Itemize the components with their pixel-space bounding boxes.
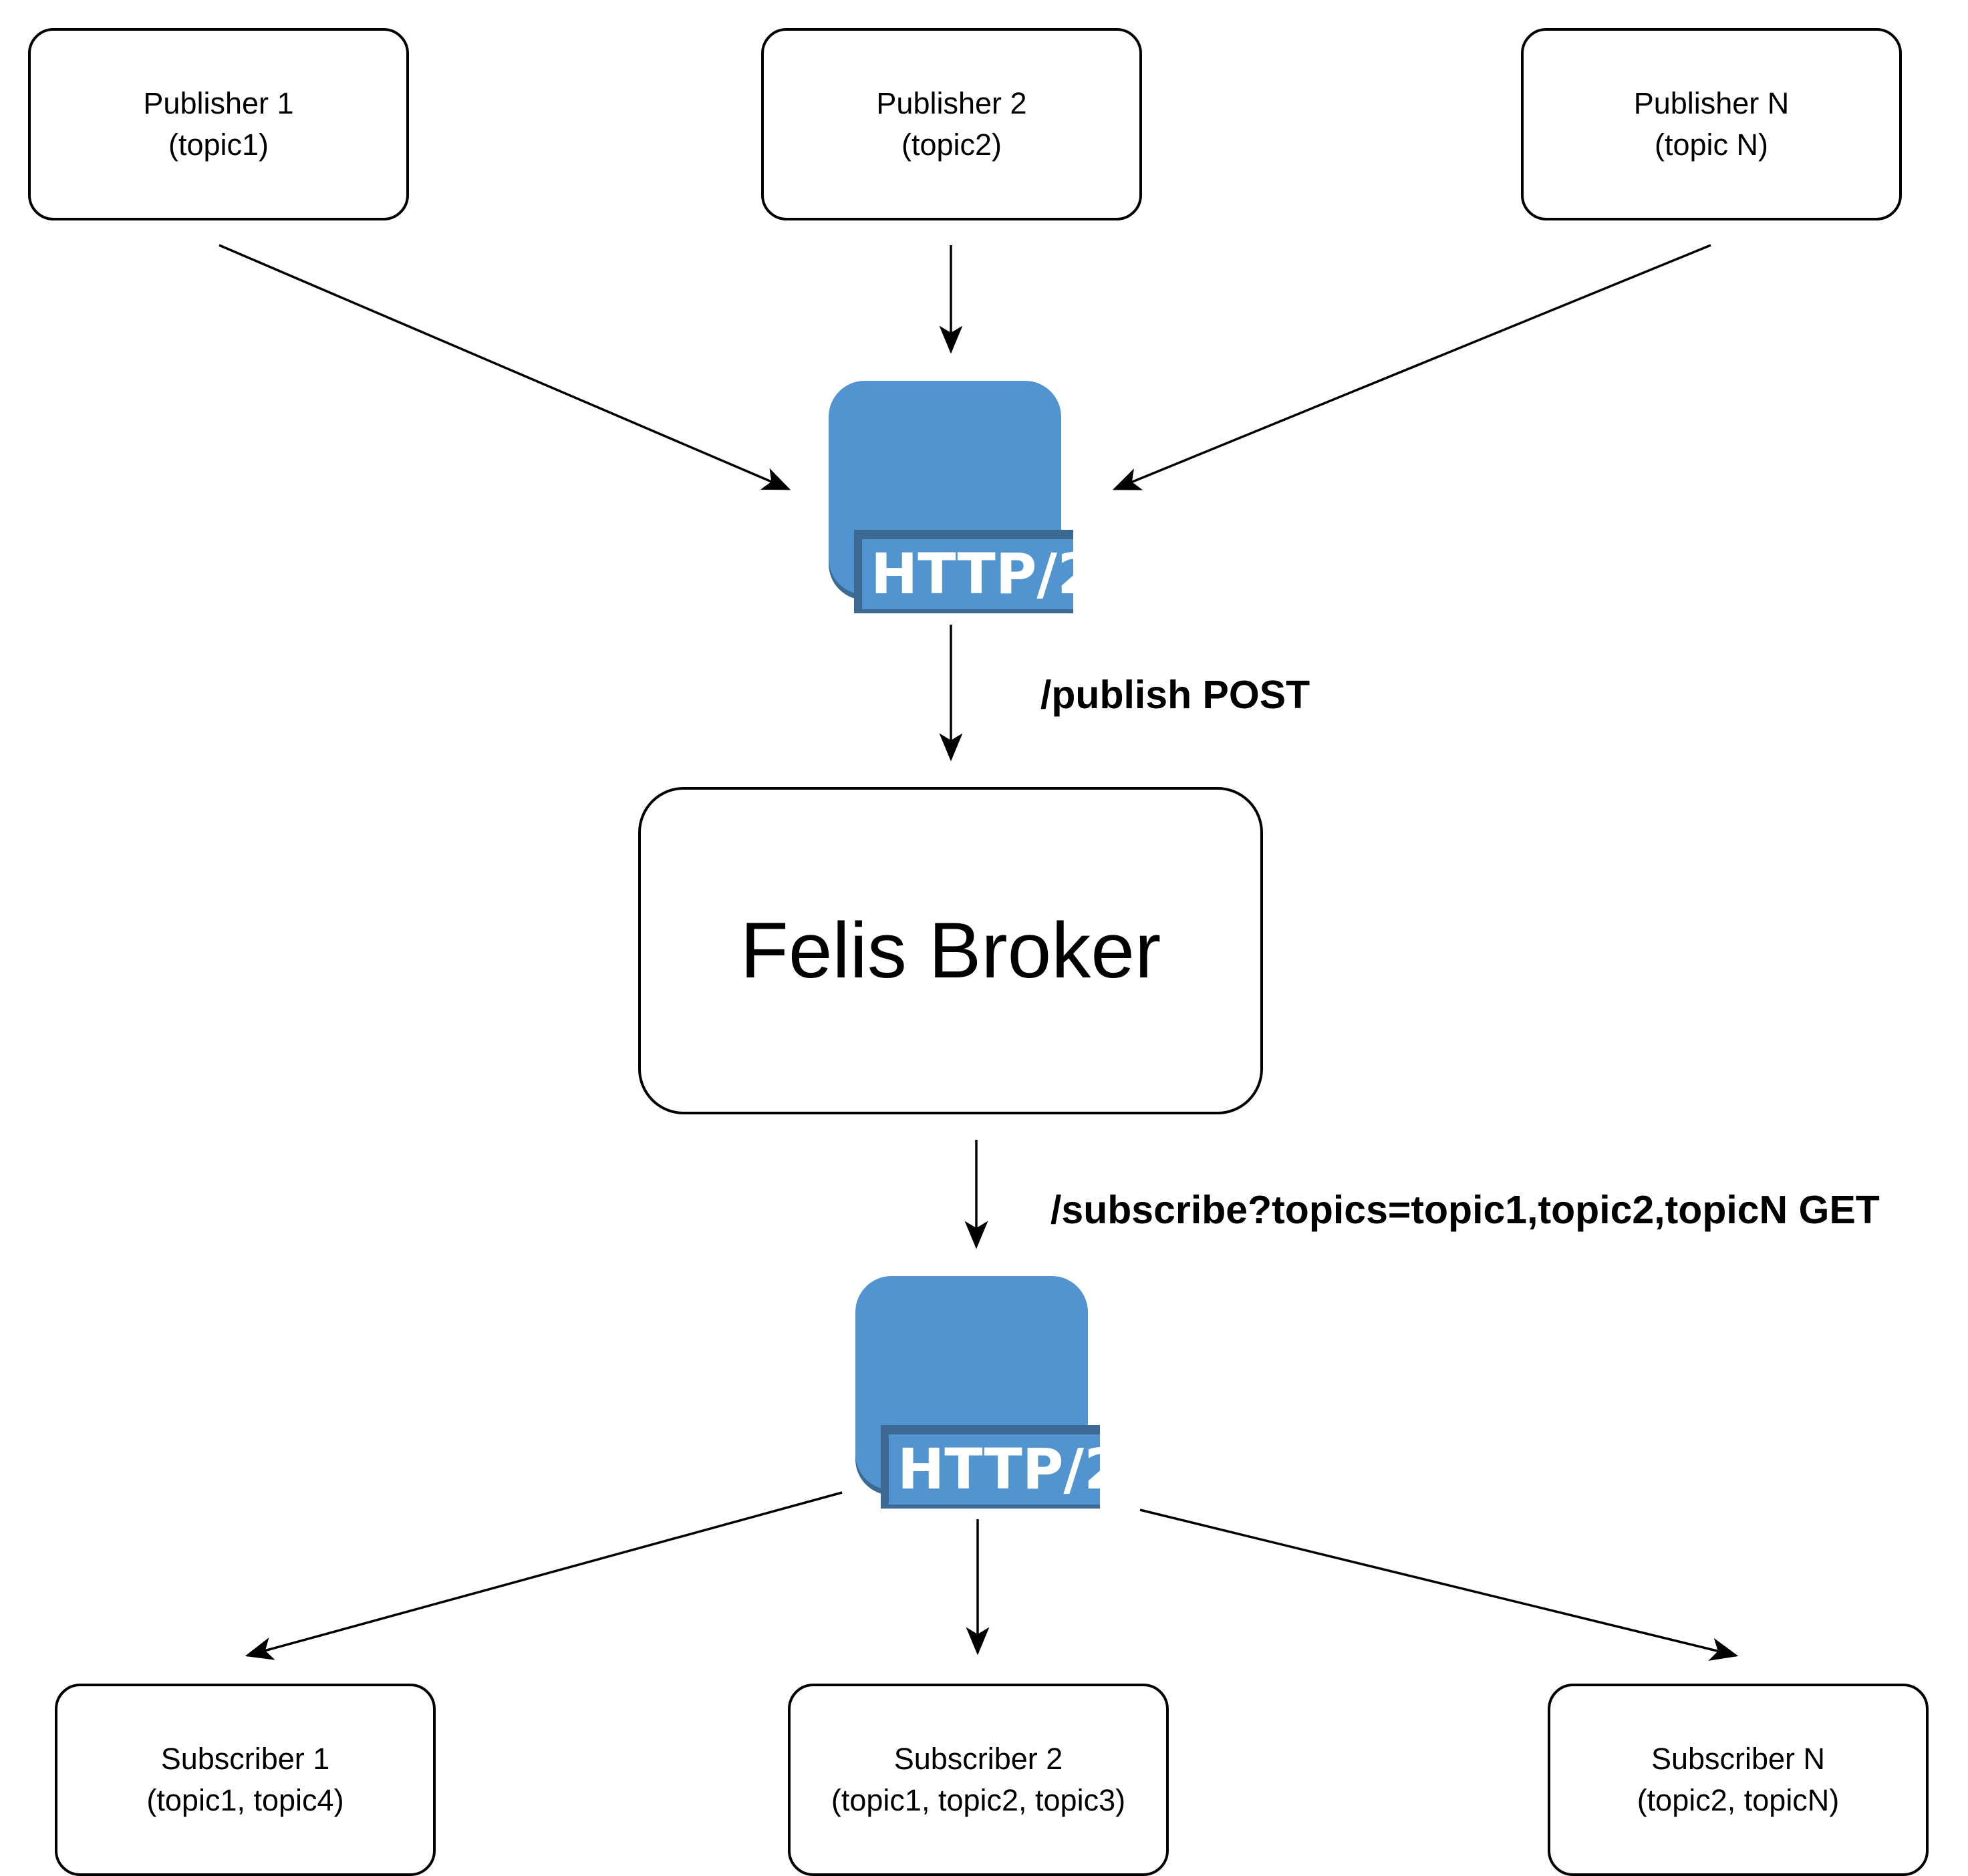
subscriber-2-node[interactable]: Subscriber 2 (topic1, topic2, topic3)	[788, 1684, 1169, 1876]
subscriber-n-topics: (topic2, topicN)	[1637, 1783, 1840, 1817]
http2-ingress-label: HTTP/2	[871, 541, 1097, 607]
subscriber-1-topics: (topic1, topic4)	[146, 1783, 344, 1817]
arrow-publisherN-to-ingress	[1112, 244, 1711, 490]
subscribe-endpoint-label: /subscribe?topics=topic1,topic2,topicN G…	[1050, 1188, 1880, 1232]
subscriber-2-name: Subscriber 2	[893, 1742, 1063, 1776]
http2-ingress-icon: HTTP/2	[829, 381, 1097, 613]
publisher-n-name: Publisher N	[1633, 86, 1790, 120]
arrow-egress-to-subscriber1	[245, 1491, 843, 1660]
subscriber-n-name: Subscriber N	[1651, 1742, 1826, 1776]
http2-egress-label: HTTP/2	[897, 1436, 1123, 1502]
broker-node[interactable]: Felis Broker	[638, 787, 1263, 1114]
publisher-n-topics: (topic N)	[1654, 128, 1769, 162]
publish-endpoint-label: /publish POST	[1040, 673, 1310, 717]
subscriber-1-name: Subscriber 1	[160, 1742, 330, 1776]
subscriber-2-topics: (topic1, topic2, topic3)	[831, 1783, 1126, 1817]
subscriber-n-node[interactable]: Subscriber N (topic2, topicN)	[1548, 1684, 1929, 1876]
publisher-1-topics: (topic1)	[168, 128, 269, 162]
publisher-2-node[interactable]: Publisher 2 (topic2)	[761, 28, 1142, 220]
broker-title: Felis Broker	[740, 907, 1161, 995]
subscriber-1-node[interactable]: Subscriber 1 (topic1, topic4)	[55, 1684, 436, 1876]
publisher-2-topics: (topic2)	[901, 128, 1002, 162]
publisher-1-node[interactable]: Publisher 1 (topic1)	[28, 28, 409, 220]
arrow-egress-to-subscriberN	[1139, 1509, 1739, 1661]
publisher-1-name: Publisher 1	[143, 86, 294, 120]
publisher-2-name: Publisher 2	[876, 86, 1027, 120]
publisher-n-node[interactable]: Publisher N (topic N)	[1521, 28, 1902, 220]
http2-egress-icon: HTTP/2	[855, 1276, 1123, 1509]
arrow-publisher1-to-ingress	[219, 244, 791, 490]
